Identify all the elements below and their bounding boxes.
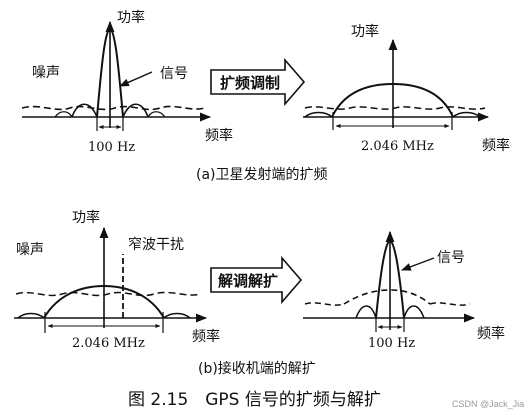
panel-a-noise-label: 噪声 <box>32 65 60 81</box>
panel-a-left-y-label: 功率 <box>117 9 145 26</box>
watermark: CSDN @Jack_Jia <box>452 399 524 409</box>
panel-b-spread-interference <box>343 289 431 305</box>
panel-a-signal-sidelobe-left-2 <box>54 111 73 118</box>
panel-a-right-bandwidth-label: 2.046 MHz <box>361 139 434 154</box>
panel-b-right-bandwidth-label: 100 Hz <box>368 336 415 351</box>
panel-b-left-plot: 功率 噪声 窄波干扰 2.046 MHz 频率 <box>14 209 220 351</box>
panel-b-residual-noise-right <box>429 302 471 306</box>
panel-b-arrow-shape <box>210 255 303 305</box>
panel-a-left-plot: 功率 噪声 信号 100 Hz 频率 <box>21 9 233 155</box>
panel-b-signal-label: 信号 <box>437 250 465 266</box>
panel-a-left-x-label: 频率 <box>205 127 233 144</box>
panel-b-signal-pointer <box>401 257 435 271</box>
panel-b-despread-sidelobe-left <box>355 305 377 319</box>
panel-a-signal-sidelobe-right-2 <box>147 111 166 118</box>
panel-a-left-bandwidth-label: 100 Hz <box>88 140 135 155</box>
panel-b-left-y-label: 功率 <box>72 209 100 226</box>
panel-a-arrow-shape <box>210 57 306 107</box>
panel-a-spread-main-lobe <box>331 82 454 118</box>
panel-a-noise-curve <box>21 105 206 111</box>
panel-b-residual-noise <box>304 302 345 306</box>
panel-a-right-plot: 功率 2.046 MHz 频率 <box>303 23 510 154</box>
figure-caption: 图 2.15 GPS 信号的扩频与解扩 <box>128 390 381 410</box>
panel-b-process-arrow: 解调解扩 <box>210 255 303 305</box>
panel-a-caption: (a)卫星发射端的扩频 <box>196 167 328 183</box>
panel-b-spread-sidelobe-right <box>163 312 191 319</box>
panel-b-despread-sidelobe-right <box>403 305 425 319</box>
panel-a-process-arrow: 扩频调制 <box>210 57 306 107</box>
panel-b-arrow-label: 解调解扩 <box>218 272 278 290</box>
panel-b-right-plot: 信号 100 Hz 频率 <box>303 230 505 351</box>
panel-b-caption: (b)接收机端的解扩 <box>198 360 316 377</box>
panel-b-right-x-label: 频率 <box>477 325 505 342</box>
panel-a-spread-sidelobe-left <box>304 111 333 118</box>
panel-a-right-noise-curve <box>304 106 486 110</box>
panel-a-signal-sidelobe-right <box>122 103 149 118</box>
panel-b-despread-main-lobe <box>375 238 405 319</box>
panel-a-signal-pointer <box>119 71 153 87</box>
panel-b-noise-curve <box>15 291 201 297</box>
panel-b-spread-sidelobe-left <box>17 312 45 319</box>
panel-a-right-x-label: 频率 <box>482 137 510 154</box>
panel-b-left-bandwidth-label: 2.046 MHz <box>72 336 145 351</box>
panel-b-interference-label: 窄波干扰 <box>128 236 184 253</box>
panel-b-left-x-label: 频率 <box>192 328 220 345</box>
panel-b-spread-main-lobe <box>43 284 165 319</box>
panel-a-arrow-label: 扩频调制 <box>220 74 280 92</box>
panel-a-signal-main-lobe <box>96 26 124 118</box>
panel-b-noise-label: 噪声 <box>16 242 44 258</box>
panel-a-right-y-label: 功率 <box>351 23 379 40</box>
panel-a-signal-label: 信号 <box>160 66 188 82</box>
panel-a-signal-sidelobe-left <box>71 103 98 118</box>
panel-a-spread-sidelobe-right <box>452 111 481 118</box>
